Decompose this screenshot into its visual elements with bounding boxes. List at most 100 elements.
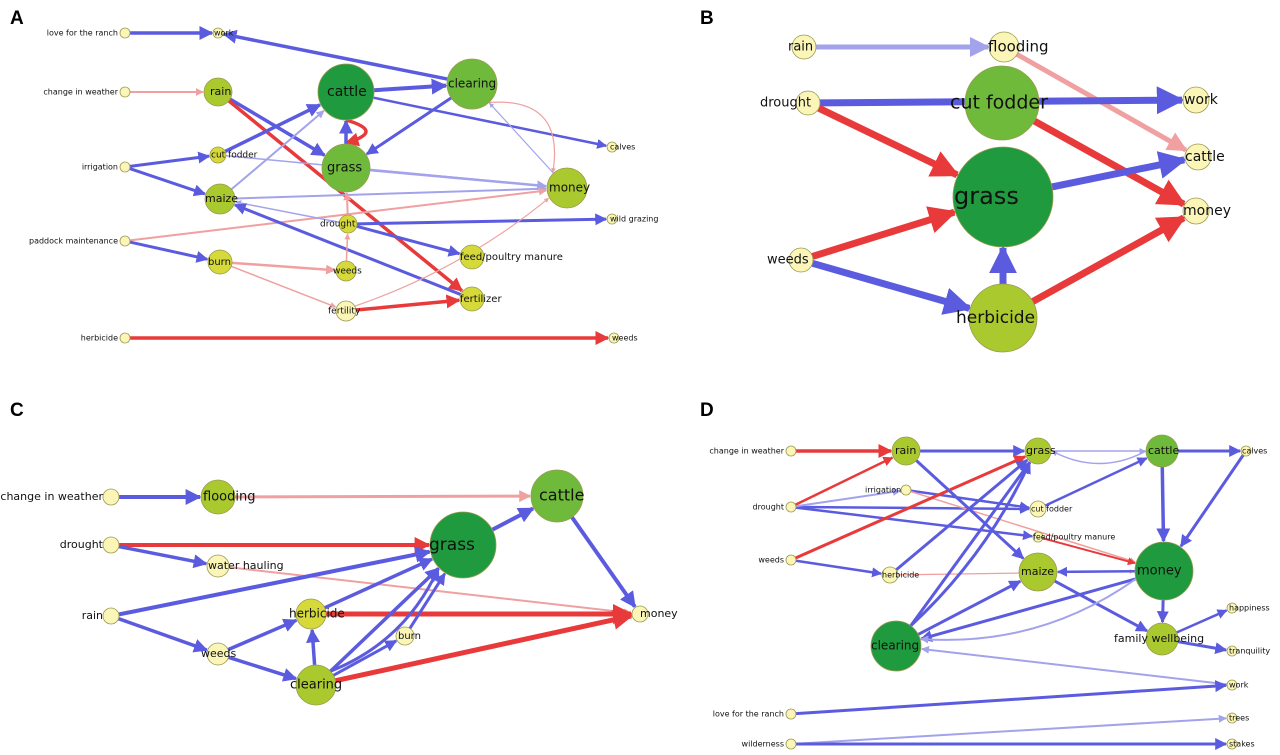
edge-burn-to-grass [408,572,446,630]
edge-familywb-to-happiness [1176,609,1228,634]
node-chw: change in weather [709,445,797,457]
panel-letter-b: B [700,8,714,29]
edge-weeds-to-clearing [227,655,298,682]
node-circle [1182,197,1210,225]
node-wildgrazing: wild grazing [606,213,658,225]
node-flooding: flooding [200,479,255,515]
edge-drought-to-wildgrazing [356,213,608,226]
node-label: herbicide [81,334,118,343]
edge-fertility-to-fertilizer [355,294,461,312]
edge-drought-to-waterhauling [118,544,208,569]
node-label: weeds [201,647,237,660]
edge-grass-to-money [369,168,548,191]
node-herbicide: herbicide [289,598,345,630]
node-circle [321,143,371,193]
node-drought: drought [320,214,358,234]
node-irrigation: irrigation [865,484,912,496]
node-label: cattle [1148,444,1179,457]
edge-clearing-to-grass [329,567,440,673]
edge-clearing-to-grass [909,461,1031,627]
node-maize: maize [204,183,238,215]
node-drought: drought [753,501,797,513]
node-label: burn [398,631,421,642]
node-label: work [1184,92,1219,108]
node-maize: maize [1018,552,1058,592]
node-chw: change in weather [0,488,120,506]
node-label: cut fodder [211,151,258,161]
node-label: herbicide [882,571,919,580]
node-label: weeds [758,556,784,565]
node-label: money [549,181,590,195]
node-label: cattle [1185,149,1225,165]
node-money: money [546,167,590,209]
node-waterhauling: water hauling [206,554,284,578]
node-circle [606,213,618,225]
node-label: happiness [1229,604,1270,613]
node-label: flooding [203,490,255,505]
node-label: work [1229,681,1249,690]
node-money: money [1182,197,1231,225]
node-fertility: fertility [328,300,361,322]
node-label: clearing [448,77,496,91]
edge-irrigation-to-cutfodder [129,151,211,168]
node-label: paddock maintenance [29,237,118,246]
node-label: change in weather [0,490,103,503]
edge-burn-to-fertility [230,265,337,308]
panel-letter-a: A [10,8,24,29]
node-circle [964,65,1040,141]
edge-money-to-clearing [489,102,554,174]
edge-weeds-to-herbicide [227,618,298,652]
edge-herbicide-to-grass [323,557,434,610]
edge-drought-to-feed [356,224,461,257]
node-label: change in weather [709,447,784,456]
edge-clearing-to-money [488,101,556,173]
node-circle [785,708,797,720]
node-herbicide: herbicide [956,283,1038,353]
node-circle [1226,645,1238,657]
edge-clearing-to-herbicide [306,628,320,666]
node-circle [200,479,236,515]
node-circle [295,598,327,630]
node-circle [795,90,821,116]
node-label: cut fodder [1031,505,1073,514]
node-label: irrigation [865,486,901,495]
edge-maize-to-familywb [1054,579,1149,633]
node-drought: drought [760,90,821,116]
node-circle [530,469,584,523]
node-happiness: happiness [1226,602,1270,614]
node-cutfodder: cut fodder [950,65,1048,141]
edge-cattle-to-money [1156,466,1171,543]
node-love: love for the ranch [713,708,797,720]
edge-rain-to-weeds [117,617,209,653]
node-rain: rain [203,77,233,107]
edge-familywb-to-tranquility [1177,640,1228,655]
edge-drought-to-grass [343,192,352,216]
node-label: rain [210,85,231,98]
edge-cutfodder-to-cattle [1044,457,1148,507]
node-circle [317,63,375,121]
edge-weeds-to-herbicide [811,259,973,315]
edge-clearing-to-grass [909,461,1032,627]
node-circle [209,146,227,164]
edge-herbicide-to-money [1031,214,1187,305]
node-grass: grass [429,511,497,579]
node-herbicide: herbicide [81,332,131,344]
node-label: tranquility [1229,647,1270,656]
node-weeds: weeds [201,642,237,666]
node-cattle: cattle [317,63,375,121]
node-weeds: weeds [767,247,814,273]
node-circle [206,554,230,578]
edge-cattle-to-clearing [373,78,448,95]
node-wilderness: wilderness [742,738,797,750]
node-label: grass [954,182,1019,210]
node-label: weeds [333,267,362,277]
edge-clearing-to-work [222,29,448,81]
edge-rain-to-grass [118,546,432,617]
edges-layer [117,26,1245,750]
node-label: burn [208,257,231,268]
edge-irrigation-to-money [910,490,1136,564]
node-circle [102,536,120,554]
node-circle [785,501,797,513]
